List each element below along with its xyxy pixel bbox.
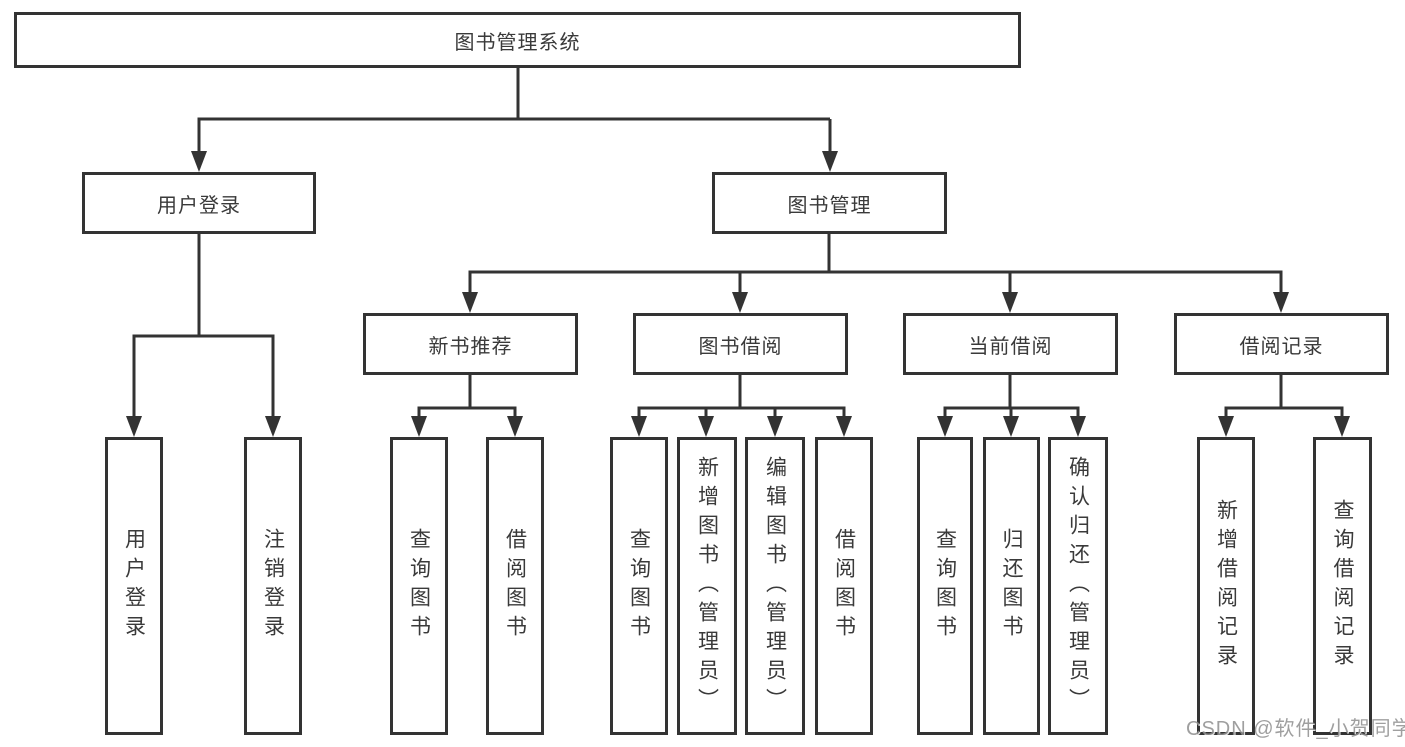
- node-return-books: 归还图书: [983, 437, 1040, 735]
- node-label: 查询图书: [933, 528, 957, 644]
- node-logout-action: 注销登录: [244, 437, 302, 735]
- node-label: 编辑图书（管理员）: [763, 455, 787, 717]
- node-label: 查询图书: [627, 528, 651, 644]
- node-label: 用户登录: [157, 194, 241, 217]
- node-label: 图书借阅: [698, 335, 783, 358]
- node-label: 图书管理: [787, 194, 872, 217]
- node-query-books-current: 查询图书: [917, 437, 973, 735]
- node-label: 注销登录: [261, 528, 285, 644]
- node-borrow-books: 借阅图书: [815, 437, 873, 735]
- node-user-login: 用户登录: [82, 172, 316, 234]
- node-borrow-books-recommend: 借阅图书: [486, 437, 544, 735]
- node-edit-books-admin: 编辑图书（管理员）: [745, 437, 805, 735]
- node-new-book-recommend: 新书推荐: [363, 313, 578, 375]
- node-borrow-record: 借阅记录: [1174, 313, 1389, 375]
- node-confirm-return-admin: 确认归还（管理员）: [1048, 437, 1108, 735]
- node-label: 借阅图书: [832, 528, 856, 644]
- node-query-borrow-record: 查询借阅记录: [1313, 437, 1372, 735]
- node-label: 用户登录: [122, 528, 146, 644]
- node-library-management-system: 图书管理系统: [14, 12, 1021, 68]
- node-label: 查询图书: [407, 528, 431, 644]
- node-query-books-borrow: 查询图书: [610, 437, 668, 735]
- node-label: 归还图书: [1000, 528, 1024, 644]
- node-user-login-action: 用户登录: [105, 437, 163, 735]
- node-label: 当前借阅: [968, 335, 1053, 358]
- node-book-borrow: 图书借阅: [633, 313, 848, 375]
- node-book-management: 图书管理: [712, 172, 947, 234]
- node-label: 查询借阅记录: [1331, 499, 1355, 673]
- node-query-books-recommend: 查询图书: [390, 437, 448, 735]
- node-label: 新增借阅记录: [1214, 499, 1238, 673]
- node-add-books-admin: 新增图书（管理员）: [677, 437, 737, 735]
- arrowheads: [126, 151, 1350, 437]
- node-label: 确认归还（管理员）: [1066, 455, 1090, 717]
- node-label: 借阅记录: [1239, 335, 1324, 358]
- node-current-borrow: 当前借阅: [903, 313, 1118, 375]
- node-label: 新增图书（管理员）: [695, 455, 719, 717]
- node-label: 借阅图书: [503, 528, 527, 644]
- node-add-borrow-record: 新增借阅记录: [1197, 437, 1255, 735]
- node-label: 新书推荐: [428, 335, 513, 358]
- csdn-watermark: CSDN @软件_小贺同学: [1186, 718, 1405, 740]
- node-label: 图书管理系统: [454, 31, 581, 54]
